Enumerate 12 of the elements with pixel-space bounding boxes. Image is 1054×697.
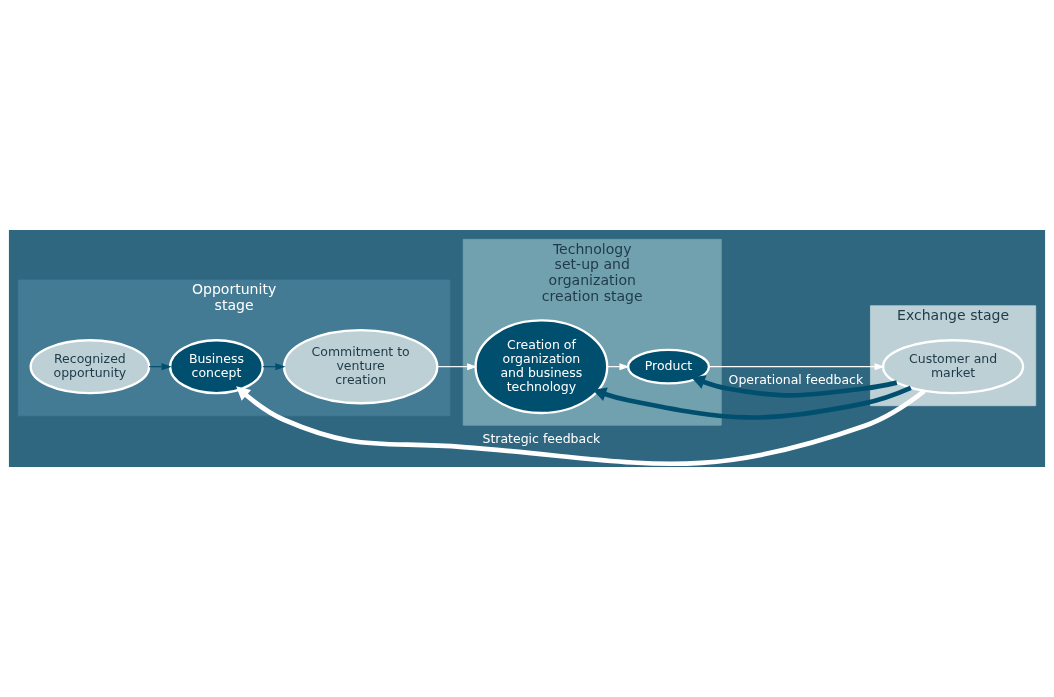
edge-label: Operational feedback	[728, 372, 864, 388]
node-ellipse: Recognized opportunity	[29, 339, 151, 395]
arrow	[592, 385, 912, 420]
node-ellipse: Commitment to venture creation	[282, 328, 439, 405]
arrow	[708, 363, 885, 371]
node-ellipse: Customer and market	[881, 339, 1025, 395]
arrow	[236, 386, 926, 467]
arrow	[691, 375, 898, 398]
edge-label: Strategic feedback	[482, 431, 601, 447]
node-ellipse: Product	[626, 348, 711, 385]
node-ellipse: Business concept	[168, 339, 264, 395]
arrow	[436, 363, 478, 371]
